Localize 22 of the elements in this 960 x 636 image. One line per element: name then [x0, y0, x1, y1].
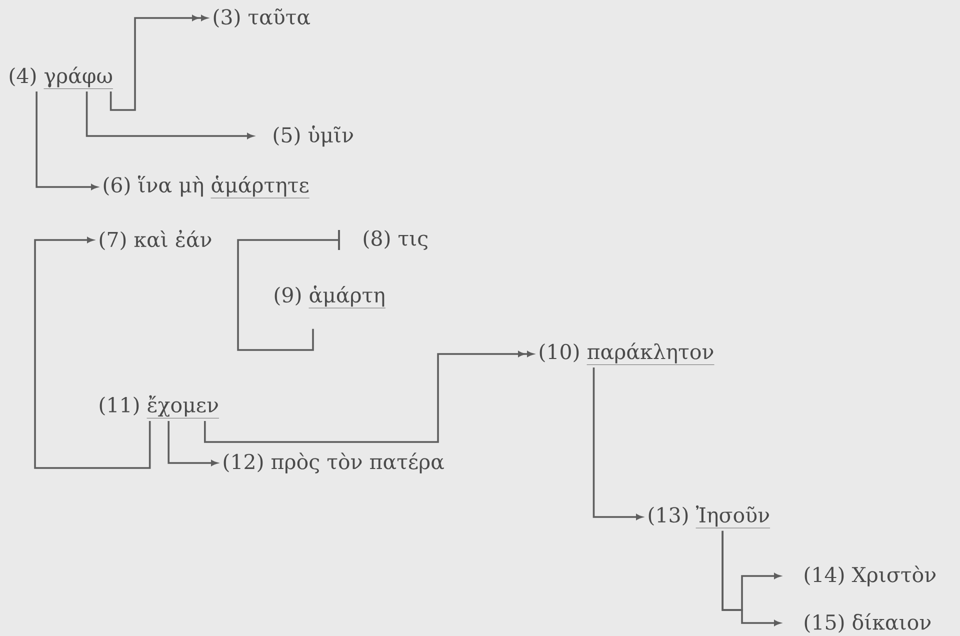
connector-line — [237, 230, 340, 351]
arrow — [110, 15, 208, 111]
word-label: (3) ταῦτα — [214, 8, 310, 28]
word-label: (8) τις — [364, 230, 428, 250]
word-label: (4) γράφω — [10, 66, 114, 89]
arrow — [204, 351, 534, 443]
word-label: (15) δίκαιον — [804, 613, 931, 633]
arrow — [36, 92, 98, 190]
word-label: (13) Ἰησοῦν — [648, 505, 770, 528]
word-label: (9) ἁμάρτη — [274, 285, 386, 308]
word-label: (14) Χριστὸν — [804, 566, 936, 586]
word-label: (12) πρὸς τὸν πατέρα — [224, 452, 444, 474]
arrow — [592, 368, 642, 520]
word-label: (6) ἵνα μὴ ἁμάρτητε — [104, 175, 310, 198]
word-label: (10) παράκλητον — [540, 342, 714, 365]
word-label: (7) καὶ ἐάν — [100, 230, 212, 250]
arrow — [86, 92, 254, 139]
word-label: (11) ἔχομεν — [100, 395, 220, 418]
arrow — [168, 420, 218, 466]
arrow — [34, 237, 151, 469]
word-label: (5) ὑμῖν — [274, 125, 353, 147]
arrow — [722, 530, 780, 626]
